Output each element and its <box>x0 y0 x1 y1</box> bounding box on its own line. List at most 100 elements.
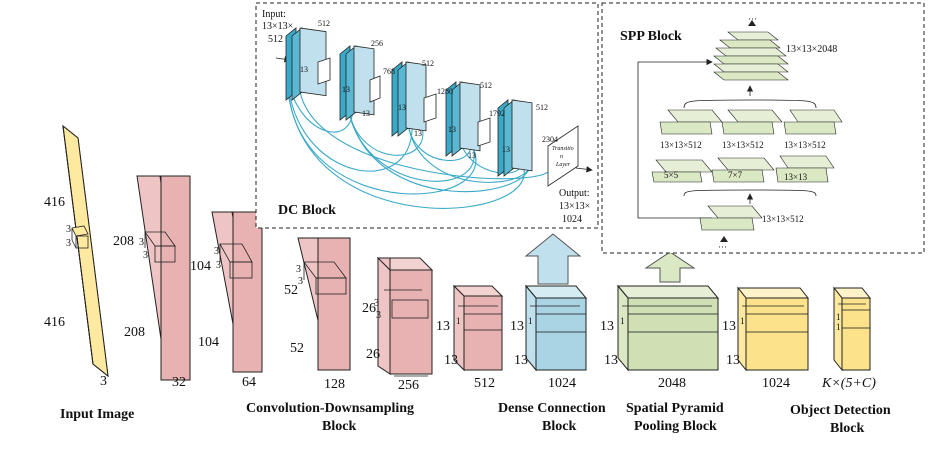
input-kernel2: 3 <box>66 238 71 249</box>
c1-top: 208 <box>113 234 134 249</box>
label-dense-1: Dense Connection <box>498 401 606 416</box>
c3-kernel: 3 <box>296 264 301 275</box>
b512-left: 13 <box>444 353 458 368</box>
c4-top: 26 <box>362 301 376 316</box>
dc-input-dims: 13×13× <box>262 21 293 32</box>
c4-left: 26 <box>366 347 380 362</box>
dc-block-panel: DC Block Input: 13×13× 512 Output: 13×13… <box>255 2 599 229</box>
dense-connection-block <box>524 233 588 372</box>
dc-depth-1: 256 <box>371 39 383 48</box>
dc-depth-7: 512 <box>536 103 548 112</box>
spp-top: 13 <box>600 319 614 334</box>
dc-size-4: 13 <box>414 129 422 138</box>
spp-left: 13 <box>604 353 618 368</box>
c2-kernel2: 3 <box>216 260 221 271</box>
input-kernel: 3 <box>66 224 71 235</box>
transition-2: n <box>560 154 563 160</box>
det-top: 13 <box>722 319 736 334</box>
b512-kernel: 1 <box>456 316 461 326</box>
transition-1: Transitio <box>552 146 574 152</box>
c4-depth: 256 <box>398 378 419 393</box>
label-spp-2: Pooling Block <box>634 419 717 434</box>
transition-3: Layer <box>555 162 571 168</box>
c3-kernel2: 3 <box>298 276 303 287</box>
spp-pool-0: 5×5 <box>664 170 679 180</box>
input-image-block <box>62 124 109 378</box>
c3-top: 52 <box>284 283 298 298</box>
dense-left: 13 <box>514 353 528 368</box>
final-depth: K×(5+C) <box>821 376 876 391</box>
spp-pool-1: 7×7 <box>728 170 743 180</box>
c2-depth: 64 <box>242 375 256 390</box>
c4-kernel2: 3 <box>376 310 381 321</box>
conv-block-26 <box>376 256 434 375</box>
final-kernel: 1 <box>836 312 841 322</box>
dc-input-label: Input: <box>262 9 286 20</box>
dc-size-2: 13 <box>362 109 370 118</box>
spp-bottom-dims: 13×13×512 <box>762 214 804 224</box>
dc-depth-3: 512 <box>422 59 434 68</box>
dc-depth-5: 512 <box>480 81 492 90</box>
dc-output-label: Output: <box>559 188 590 199</box>
label-spp-1: Spatial Pyramid <box>626 401 724 416</box>
dense-depth: 1024 <box>548 376 576 391</box>
input-left-dim: 416 <box>44 315 65 330</box>
label-dense-2: Block <box>542 419 576 434</box>
dc-output-dims: 13×13× <box>559 201 590 212</box>
spp-pool-2: 13×13 <box>784 172 808 182</box>
spp-depth: 2048 <box>658 376 686 391</box>
dense-top: 13 <box>510 319 524 334</box>
c2-kernel: 3 <box>214 246 219 257</box>
spp-ellipsis-bottom: ··· <box>718 242 727 252</box>
dc-depth-4: 1280 <box>437 87 453 96</box>
c3-depth: 128 <box>324 377 345 392</box>
spp-top-stack <box>713 31 789 81</box>
label-conv-2: Block <box>322 419 356 434</box>
spp-block-main <box>616 251 720 372</box>
dc-size-0: 13 <box>300 65 308 74</box>
input-top-dim: 416 <box>44 195 65 210</box>
dc-size-5: 13 <box>448 125 456 134</box>
det-left: 13 <box>726 353 740 368</box>
dc-depth-8: 2304 <box>542 135 558 144</box>
final-kernel2: 1 <box>836 322 841 332</box>
c2-left: 104 <box>198 335 219 350</box>
b512-top: 13 <box>436 319 450 334</box>
conv-block-52 <box>297 237 351 371</box>
dc-depth-6: 1792 <box>489 109 505 118</box>
dc-size-6: 13 <box>468 151 476 160</box>
input-depth: 3 <box>100 374 107 389</box>
dc-output-depth: 1024 <box>562 214 582 225</box>
det-depth: 1024 <box>762 376 790 391</box>
spp-row-dim-1: 13×13×512 <box>722 140 764 150</box>
c1-left: 208 <box>124 325 145 340</box>
c1-depth: 32 <box>172 375 186 390</box>
label-input-image: Input Image <box>60 407 134 422</box>
c1-kernel: 3 <box>139 237 144 248</box>
dc-size-7: 13 <box>502 145 510 154</box>
c4-kernel: 3 <box>374 298 379 309</box>
dc-block-title: DC Block <box>278 203 336 218</box>
dc-depth-0: 512 <box>318 19 330 28</box>
label-det-2: Block <box>830 421 864 436</box>
b512-depth: 512 <box>474 376 495 391</box>
conv-block-104 <box>211 211 263 373</box>
c2-top: 104 <box>190 259 211 274</box>
dc-dense-connections <box>287 79 551 209</box>
detection-block-1024 <box>736 286 810 372</box>
conv-block-208 <box>136 175 191 381</box>
c3-left: 52 <box>290 341 304 356</box>
spp-top-dims: 13×13×2048 <box>786 44 837 55</box>
spp-block-title: SPP Block <box>620 29 682 44</box>
spp-kernel: 1 <box>620 316 625 326</box>
spp-block-panel: SPP Block ··· 13×13×2048 13×13×512 13×13… <box>601 2 925 254</box>
dc-input-depth: 512 <box>268 34 283 45</box>
dc-depth-2: 768 <box>383 67 395 76</box>
label-conv-1: Convolution-Downsampling <box>246 401 414 416</box>
block-512 <box>452 284 504 372</box>
c1-kernel2: 3 <box>143 250 148 261</box>
spp-row-dim-2: 13×13×512 <box>784 140 826 150</box>
det-kernel: 1 <box>740 316 745 326</box>
spp-ellipsis-top: ··· <box>748 14 757 24</box>
